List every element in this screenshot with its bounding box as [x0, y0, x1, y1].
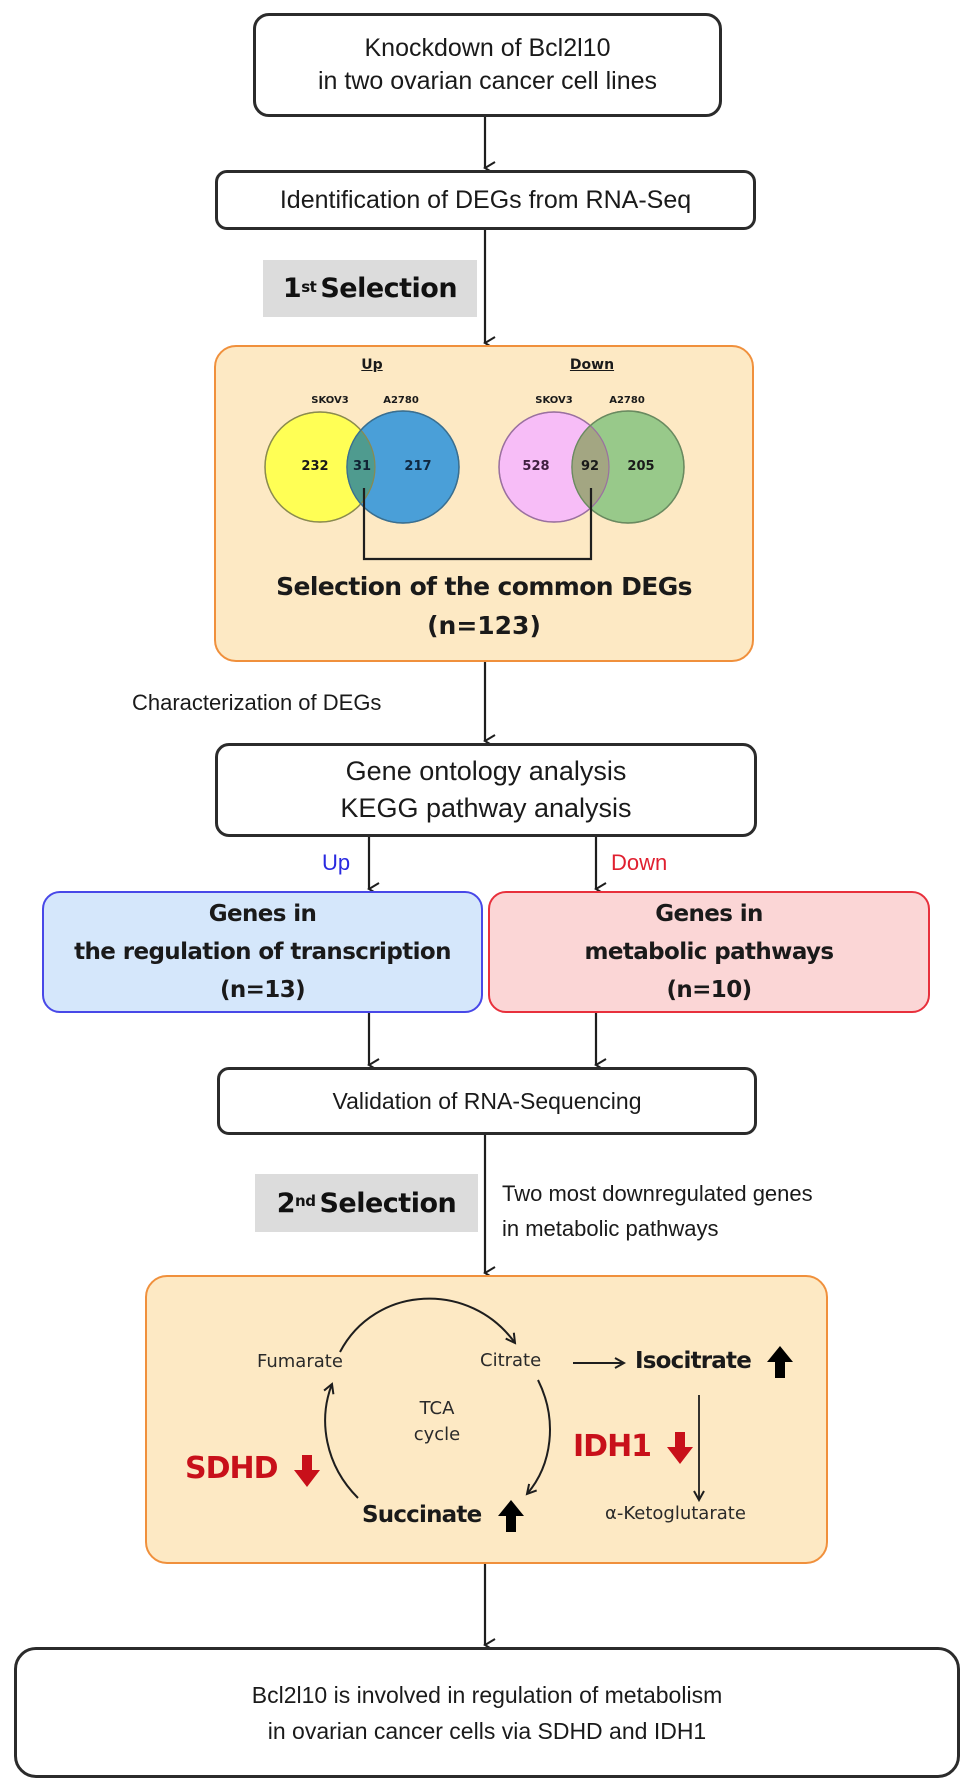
isocitrate-up-arrow-icon	[767, 1346, 793, 1378]
idh1-down-arrow-icon	[667, 1432, 693, 1464]
venn-up-right-count: 217	[404, 459, 432, 474]
tca-sdhd: SDHD	[185, 1451, 279, 1486]
venn-up-right-label: A2780	[383, 395, 419, 406]
venn-up	[264, 410, 460, 524]
branch-up-label: Up	[322, 850, 351, 875]
up-genes-count: (n=13)	[219, 977, 306, 1003]
venn-down-intersection	[572, 412, 609, 522]
tca-panel	[145, 1275, 828, 1564]
up-genes-box: Genes in the regulation of transcription…	[42, 891, 483, 1013]
venn-down-right-count: 205	[627, 459, 655, 474]
common-degs-title: Selection of the common DEGs	[276, 572, 692, 601]
knockdown-line1: Knockdown of Bcl2l10	[364, 34, 611, 62]
second-selection-note: Two most downregulated genes in metaboli…	[502, 1176, 813, 1246]
venn-down-left-count: 528	[522, 459, 550, 474]
validation-box: Validation of RNA-Sequencing	[217, 1067, 757, 1135]
venn-up-title: Up	[361, 357, 383, 373]
second-note-line2: in metabolic pathways	[502, 1216, 719, 1241]
down-genes-line2: metabolic pathways	[584, 939, 834, 965]
venn-up-overlap-count: 31	[352, 459, 372, 474]
analysis-box: Gene ontology analysis KEGG pathway anal…	[215, 743, 757, 837]
second-selection-label: Selection	[319, 1187, 457, 1219]
tca-ketoglutarate: α-Ketoglutarate	[605, 1503, 746, 1524]
common-degs-count: (n=123)	[427, 611, 541, 640]
knockdown-line2: in two ovarian cancer cell lines	[317, 67, 658, 95]
down-genes-count: (n=10)	[666, 977, 752, 1003]
arrow-succinate-to-fumarate	[325, 1384, 359, 1499]
tca-center-line1: TCA	[419, 1398, 455, 1419]
down-genes-box: Genes in metabolic pathways (n=10)	[488, 891, 930, 1013]
identification-text: Identification of DEGs from RNA-Seq	[279, 185, 692, 214]
tca-fumarate: Fumarate	[257, 1351, 343, 1372]
tca-isocitrate: Isocitrate	[635, 1348, 752, 1374]
arrow-citrate-to-succinate	[527, 1379, 551, 1494]
down-genes-line1: Genes in	[655, 901, 763, 927]
up-genes-line2: the regulation of transcription	[74, 939, 451, 965]
succinate-up-arrow-icon	[498, 1500, 524, 1532]
characterization-label: Characterization of DEGs	[132, 690, 382, 715]
common-degs-connector	[362, 488, 593, 561]
venn-down-overlap-count: 92	[580, 459, 600, 474]
tca-idh1: IDH1	[573, 1429, 652, 1464]
analysis-line2: KEGG pathway analysis	[340, 793, 632, 823]
venn-down-title: Down	[569, 357, 615, 373]
second-note-line1: Two most downregulated genes	[502, 1181, 813, 1206]
tca-center-line2: cycle	[413, 1424, 461, 1445]
venn-up-left-label: SKOV3	[311, 395, 349, 406]
branch-down-label: Down	[611, 850, 668, 875]
tca-succinate: Succinate	[362, 1502, 482, 1528]
conclusion-line1: Bcl2l10 is involved in regulation of met…	[251, 1681, 723, 1708]
up-genes-line1: Genes in	[208, 901, 317, 927]
second-selection-sup: nd	[295, 1192, 316, 1210]
identification-box: Identification of DEGs from RNA-Seq	[215, 170, 756, 230]
first-selection-num: 1	[282, 273, 302, 304]
conclusion-line2: in ovarian cancer cells via SDHD and IDH…	[267, 1717, 707, 1744]
validation-text: Validation of RNA-Sequencing	[332, 1087, 642, 1114]
first-selection-sup: st	[301, 277, 317, 296]
venn-down-left-label: SKOV3	[535, 395, 573, 406]
knockdown-box: Knockdown of Bcl2l10 in two ovarian canc…	[253, 13, 722, 117]
sdhd-down-arrow-icon	[294, 1455, 320, 1487]
conclusion-box: Bcl2l10 is involved in regulation of met…	[14, 1647, 960, 1778]
tca-citrate: Citrate	[480, 1350, 542, 1371]
venn-down-right-label: A2780	[609, 395, 645, 406]
venn-up-left-count: 232	[301, 459, 329, 474]
second-selection-num: 2	[276, 1187, 296, 1219]
analysis-line1: Gene ontology analysis	[345, 756, 627, 786]
first-selection-label: Selection	[320, 273, 458, 304]
arrow-fumarate-to-citrate	[339, 1297, 515, 1353]
